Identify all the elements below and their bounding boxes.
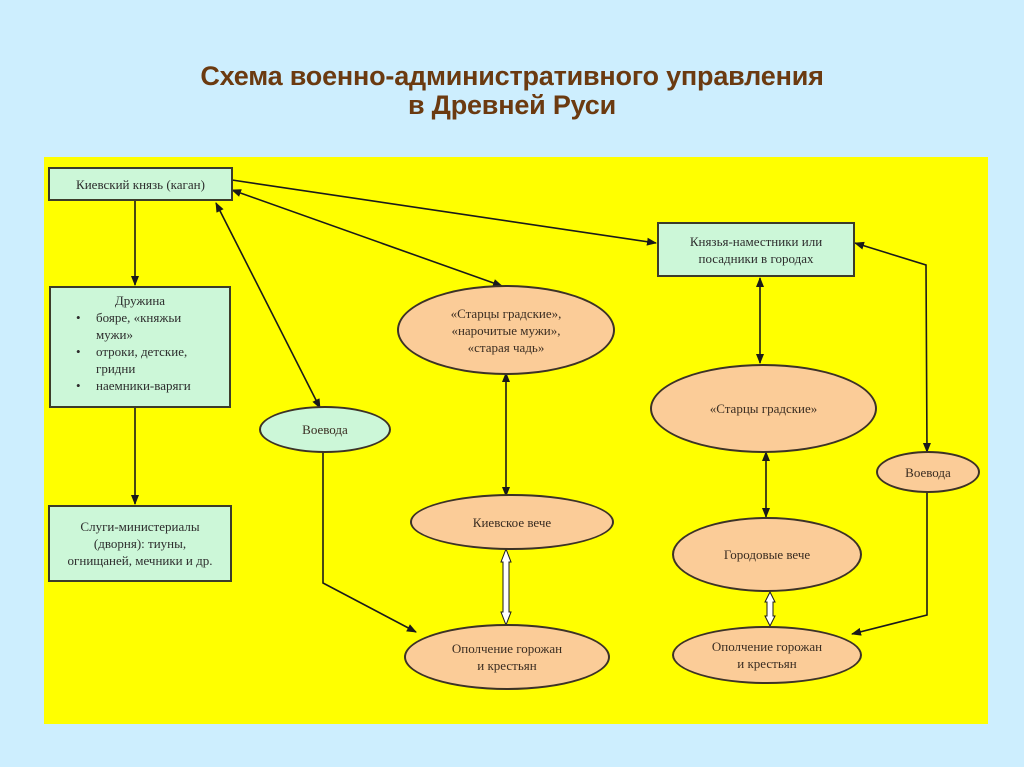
edge-prince-elders-kiev bbox=[231, 189, 503, 287]
militia-left-line-2: и крестьян bbox=[477, 658, 537, 673]
node-city-veche: Городовые вече bbox=[672, 517, 862, 592]
governors-line-2: посадники в городах bbox=[698, 250, 814, 266]
militia-right-line-1: Ополчение горожан bbox=[711, 639, 823, 654]
node-elders-city: «Старцы градские» bbox=[650, 364, 877, 453]
edge-voevoda-right-militia-right bbox=[851, 491, 928, 636]
title-line-2: в Древней Руси bbox=[407, 90, 617, 120]
node-militia-left: Ополчение горожан и крестьян bbox=[404, 624, 610, 690]
voevoda-right-label: Воевода bbox=[905, 464, 951, 480]
title-line-1: Схема военно-административного управлени… bbox=[200, 61, 824, 91]
edge-kiev-veche-militia-left bbox=[500, 547, 512, 627]
node-servants: Слуги-министериалы (дворня): тиуны, огни… bbox=[48, 505, 232, 582]
edge-governors-voevoda-right bbox=[854, 241, 931, 453]
druzhina-item: отроки, детские, гридни bbox=[70, 343, 210, 377]
node-druzhina: Дружина бояре, «княжьи мужи» отроки, дет… bbox=[49, 286, 231, 408]
node-elders-kiev: «Старцы градские», «нарочитые мужи», «ст… bbox=[397, 285, 615, 375]
servants-line-2: (дворня): тиуны, bbox=[93, 536, 187, 551]
edge-prince-voevoda-left bbox=[215, 202, 321, 409]
edge-voevoda-left-militia-left bbox=[322, 452, 417, 633]
druzhina-heading: Дружина bbox=[114, 293, 166, 308]
node-voevoda-left: Воевода bbox=[259, 406, 391, 453]
servants-line-3: огнищаней, мечники и др. bbox=[67, 553, 213, 568]
militia-left-line-1: Ополчение горожан bbox=[451, 641, 563, 656]
kiev-veche-label: Киевское вече bbox=[472, 514, 552, 530]
servants-line-1: Слуги-министериалы bbox=[80, 519, 200, 534]
edge-city-veche-militia-right bbox=[764, 590, 776, 628]
page-title: Схема военно-административного управлени… bbox=[0, 62, 1024, 120]
edge-prince-governors bbox=[231, 179, 657, 246]
node-kiev-prince: Киевский князь (каган) bbox=[48, 167, 233, 201]
druzhina-list: бояре, «княжьи мужи» отроки, детские, гр… bbox=[70, 309, 210, 394]
node-kiev-veche: Киевское вече bbox=[410, 494, 614, 550]
militia-right-line-2: и крестьян bbox=[737, 656, 797, 671]
city-veche-label: Городовые вече bbox=[723, 547, 811, 562]
node-militia-right: Ополчение горожан и крестьян bbox=[672, 626, 862, 684]
voevoda-left-label: Воевода bbox=[302, 422, 348, 437]
druzhina-item: наемники-варяги bbox=[70, 377, 210, 394]
elders-kiev-line-3: «старая чадь» bbox=[467, 339, 545, 355]
elders-city-label: «Старцы градские» bbox=[709, 401, 818, 416]
governors-line-1: Князья-наместники или bbox=[689, 233, 823, 249]
node-voevoda-right: Воевода bbox=[876, 451, 980, 493]
elders-kiev-line-1: «Старцы градские», bbox=[450, 305, 562, 321]
druzhina-item: бояре, «княжьи мужи» bbox=[70, 309, 210, 343]
node-kiev-prince-label: Киевский князь (каган) bbox=[76, 176, 205, 192]
node-governors: Князья-наместники или посадники в города… bbox=[657, 222, 855, 277]
elders-kiev-line-2: «нарочитые мужи», bbox=[451, 322, 561, 338]
